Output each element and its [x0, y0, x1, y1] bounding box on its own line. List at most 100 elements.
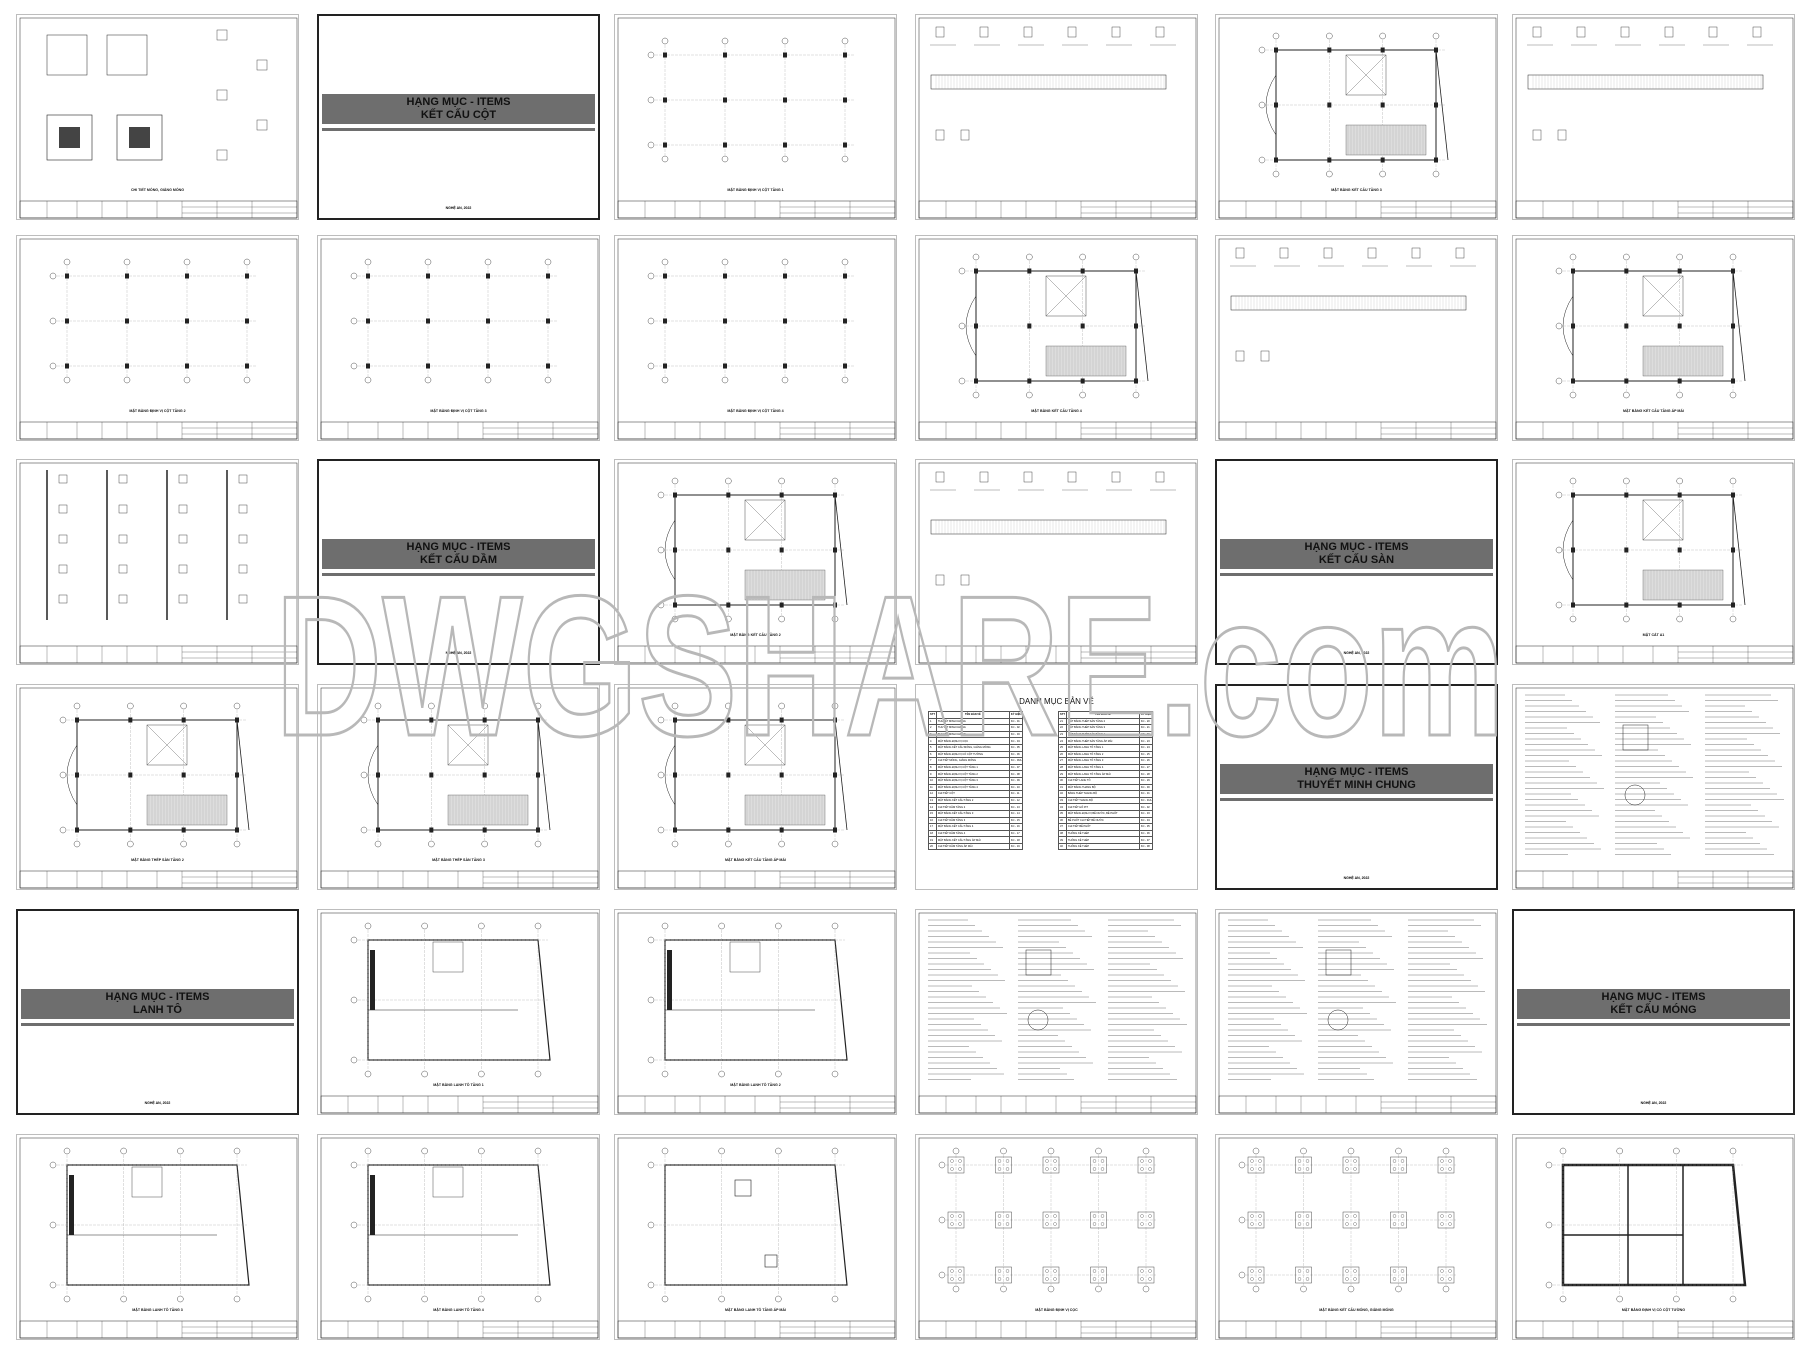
drawing-sheet-slab[interactable]: MẶT BẰNG THÉP SÀN TẦNG 3	[317, 684, 600, 890]
title-block	[1218, 200, 1497, 219]
title-block	[19, 1320, 298, 1339]
drawing-sheet-notes[interactable]	[915, 909, 1198, 1115]
title-block	[1218, 1320, 1497, 1339]
drawing-sheet-colplan[interactable]: MẶT BẰNG ĐỊNH VỊ CỘT TẦNG 4	[614, 235, 897, 441]
table-cell: KC - 28	[1138, 770, 1154, 778]
drawing-sheet-slab[interactable]: MẶT CẮT A1	[1512, 459, 1795, 665]
table-cell: KC - 04	[1008, 737, 1024, 745]
table-cell: 24	[1058, 737, 1067, 745]
drawing-sheet-notes[interactable]	[1512, 684, 1795, 890]
table-cell: THỐNG KÊ THÉP	[1065, 836, 1140, 844]
drawing-sheet-notes[interactable]	[1215, 909, 1498, 1115]
banner-title: KẾT CẤU SÀN	[1318, 554, 1395, 566]
table-cell: KC - 30	[1138, 783, 1154, 792]
table-cell: 13	[928, 796, 937, 805]
table-cell: KC - 18	[1008, 836, 1024, 844]
table-cell: MẶT BẰNG KẾT CẤU TẦNG 4	[935, 823, 1010, 831]
table-cell: 8	[928, 763, 937, 772]
title-block	[1218, 1095, 1497, 1114]
table-cell: 18	[928, 829, 937, 838]
drawing-sheet-lintel[interactable]: MẶT BẰNG LANH TÔ TẦNG 2	[614, 909, 897, 1115]
table-cell: KC - 23	[1138, 737, 1154, 745]
drawing-sheet-beam[interactable]	[1512, 14, 1795, 220]
table-cell: KC - 20	[1138, 717, 1154, 726]
table-cell: THỐNG KÊ THÉP	[1065, 829, 1140, 838]
table-cell: MẶT BẰNG LANH TÔ TẦNG 4	[1065, 763, 1140, 772]
table-cell: KC - 10	[1008, 783, 1024, 792]
drawing-sheet-pile[interactable]: MẶT BẰNG ĐỊNH VỊ CỌC	[915, 1134, 1198, 1340]
cad-drawing	[19, 1137, 298, 1339]
drawing-sheet-lintel[interactable]: MẶT BẰNG LANH TÔ TẦNG 3	[16, 1134, 299, 1340]
drawing-sheet-wallplan[interactable]: MẶT BẰNG ĐỊNH VỊ CỔ CỘT TƯỜNG	[1512, 1134, 1795, 1340]
table-cell: CHI TIẾT HỐ PIT	[1065, 803, 1140, 811]
drawing-sheet-slab[interactable]: MẶT BẰNG KẾT CẤU TẦNG 3	[1215, 14, 1498, 220]
drawing-sheet-slab[interactable]: MẶT BẰNG THÉP SÀN TẦNG 2	[16, 684, 299, 890]
title-block	[320, 1320, 599, 1339]
banner-underline	[322, 128, 595, 131]
drawing-sheet-columns[interactable]	[16, 459, 299, 665]
drawing-sheet-lintel[interactable]: MẶT BẰNG LANH TÔ TẦNG 1	[317, 909, 600, 1115]
sheet-date: NGHỆ AN, 2022	[1343, 651, 1370, 655]
table-cell: MẶT BẰNG LANH TÔ TẦNG ÁP MÁI	[1065, 770, 1140, 778]
sheet-caption: MẶT CẮT A1	[1642, 633, 1665, 637]
table-cell: KC - 27	[1138, 763, 1154, 772]
drawing-sheet-beam[interactable]	[1215, 235, 1498, 441]
drawing-sheet-colplan[interactable]: MẶT BẰNG ĐỊNH VỊ CỘT TẦNG 1	[614, 14, 897, 220]
drawing-sheet-roof[interactable]: MẶT BẰNG LANH TÔ TẦNG ÁP MÁI	[614, 1134, 897, 1340]
drawing-list-title: DANH MỤC BẢN VẼ	[1019, 697, 1094, 706]
drawing-sheet-slab[interactable]: MẶT BẰNG KẾT CẤU TẦNG 4	[915, 235, 1198, 441]
table-cell: MẶT BẰNG THÉP SÀN TẦNG 2	[1065, 717, 1140, 726]
sheet-caption: MẶT BẰNG KẾT CẤU TẦNG 2	[730, 633, 781, 637]
drawing-sheet-slab[interactable]: MẶT BẰNG KẾT CẤU TẦNG ÁP MÁI	[614, 684, 897, 890]
drawing-sheet-lintel[interactable]: MẶT BẰNG LANH TÔ TẦNG 4	[317, 1134, 600, 1340]
banner-title: LANH TÔ	[133, 1004, 182, 1016]
drawing-sheet-colplan[interactable]: MẶT BẰNG ĐỊNH VỊ CỘT TẦNG 3	[317, 235, 600, 441]
title-block	[1218, 421, 1497, 440]
drawing-sheet-colplan[interactable]: MẶT BẰNG ĐỊNH VỊ CỘT TẦNG 2	[16, 235, 299, 441]
sheet-caption: MẶT BẰNG THÉP SÀN TẦNG 2	[131, 858, 184, 862]
drawing-sheet-foundation[interactable]: MẶT BẰNG KẾT CẤU MÓNG, GIẰNG MÓNG	[1215, 1134, 1498, 1340]
table-cell: 21	[1058, 717, 1067, 726]
banner-title: KẾT CẤU MÓNG	[1610, 1004, 1697, 1016]
banner-prefix: HẠNG MỤC - ITEMS	[406, 96, 511, 108]
table-cell: MẶT BẰNG ĐỊNH VỊ BỂ NƯỚC, BỂ PHỐT	[1065, 809, 1140, 818]
table-header: STT	[928, 711, 937, 719]
drawing-sheet-detail[interactable]: CHI TIẾT MÓNG, GIẰNG MÓNG	[16, 14, 299, 220]
drawing-sheet-slab[interactable]: MẶT BẰNG KẾT CẤU TẦNG ÁP MÁI	[1512, 235, 1795, 441]
drawing-sheet-beam[interactable]	[915, 459, 1198, 665]
table-cell: MẶT BẰNG THANG BỘ	[1065, 783, 1140, 792]
drawing-sheet-slab[interactable]: MẶT BẰNG KẾT CẤU TẦNG 2	[614, 459, 897, 665]
sheet-date: NGHỆ AN, 2022	[1343, 876, 1370, 880]
table-cell: 6	[928, 750, 937, 759]
cad-drawing	[617, 238, 896, 440]
table-cell: KC - 13	[1008, 803, 1024, 811]
title-block	[617, 1095, 896, 1114]
table-cell: MẶT BẰNG LANH TÔ TẦNG 1	[1065, 743, 1140, 752]
cad-drawing	[1515, 462, 1794, 664]
table-header: TÊN BẢN VẼ	[935, 711, 1010, 719]
table-cell: CHI TIẾT DẦM TẦNG 3	[935, 816, 1010, 825]
cad-drawing	[617, 462, 896, 664]
table-cell: 11	[928, 783, 937, 792]
banner-prefix: HẠNG MỤC - ITEMS	[1304, 541, 1409, 553]
drawing-sheet-beam[interactable]	[915, 14, 1198, 220]
cad-drawing	[19, 17, 298, 219]
cad-drawing	[1515, 687, 1794, 889]
